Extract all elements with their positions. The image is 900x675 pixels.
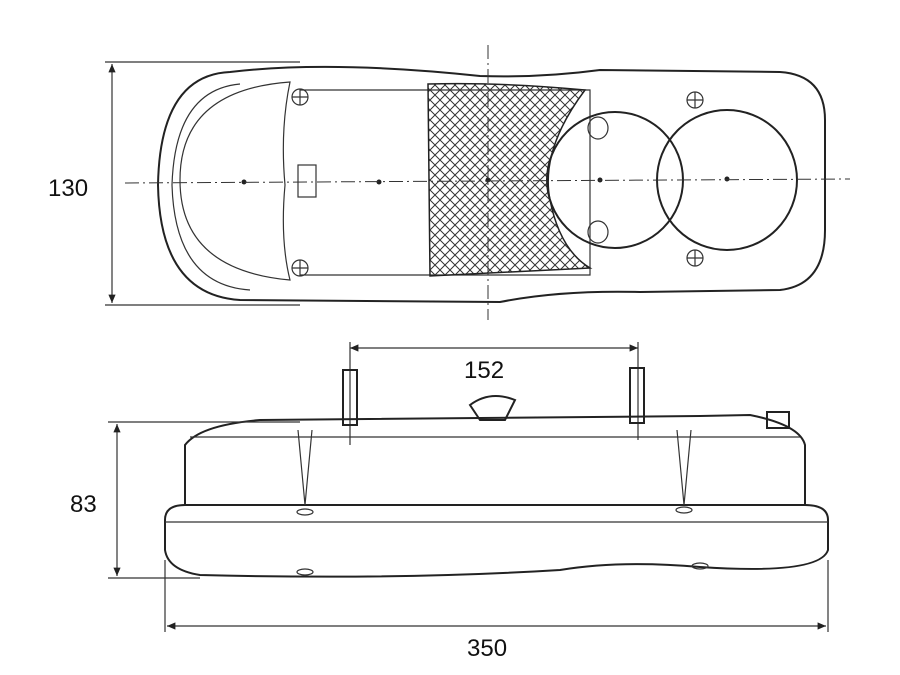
top-view (105, 45, 851, 320)
screw-icons (291, 88, 704, 277)
side-view (108, 342, 829, 632)
dimension-350: 350 (467, 635, 507, 662)
dimension-152: 152 (464, 357, 504, 384)
dimension-83: 83 (70, 491, 97, 518)
dimension-130: 130 (48, 175, 88, 202)
